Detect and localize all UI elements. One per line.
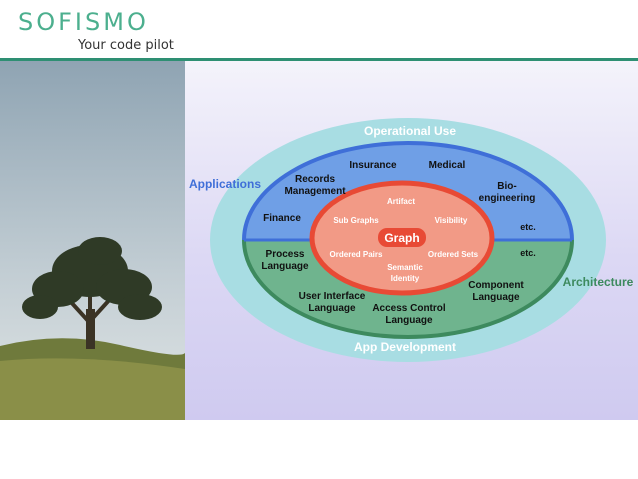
ui-label-line1: User Interface: [299, 291, 366, 302]
sub-graphs-label: Sub Graphs: [333, 216, 379, 225]
ordered-pairs-label: Ordered Pairs: [330, 250, 383, 259]
records-label-line1: Records: [295, 174, 335, 185]
medical-label: Medical: [429, 160, 466, 171]
component-label-line1: Component: [468, 280, 524, 291]
ordered-sets-label: Ordered Sets: [428, 250, 479, 259]
access-label-line2: Language: [385, 315, 433, 326]
insurance-label: Insurance: [349, 160, 397, 171]
records-label-line2: Management: [284, 186, 346, 197]
architecture-label: Architecture: [563, 275, 634, 289]
visibility-label: Visibility: [435, 216, 468, 225]
outer-top-label: Operational Use: [364, 124, 456, 138]
component-label-line2: Language: [472, 292, 520, 303]
access-label-line1: Access Control: [372, 303, 446, 314]
finance-label: Finance: [263, 213, 301, 224]
bio-label-line2: engineering: [479, 193, 536, 204]
ui-label-line2: Language: [308, 303, 356, 314]
bio-label-line1: Bio-: [497, 181, 516, 192]
process-label-line2: Language: [261, 261, 309, 272]
applications-label: Applications: [189, 177, 261, 191]
etc-top-label: etc.: [520, 222, 536, 232]
outer-bottom-label: App Development: [354, 340, 456, 354]
process-label-line1: Process: [266, 249, 305, 260]
artifact-label: Artifact: [387, 197, 415, 206]
semantic-label-line2: Identity: [391, 274, 420, 283]
etc-bottom-label: etc.: [520, 248, 536, 258]
graph-center-label: Graph: [384, 231, 419, 245]
semantic-label-line1: Semantic: [387, 263, 423, 272]
